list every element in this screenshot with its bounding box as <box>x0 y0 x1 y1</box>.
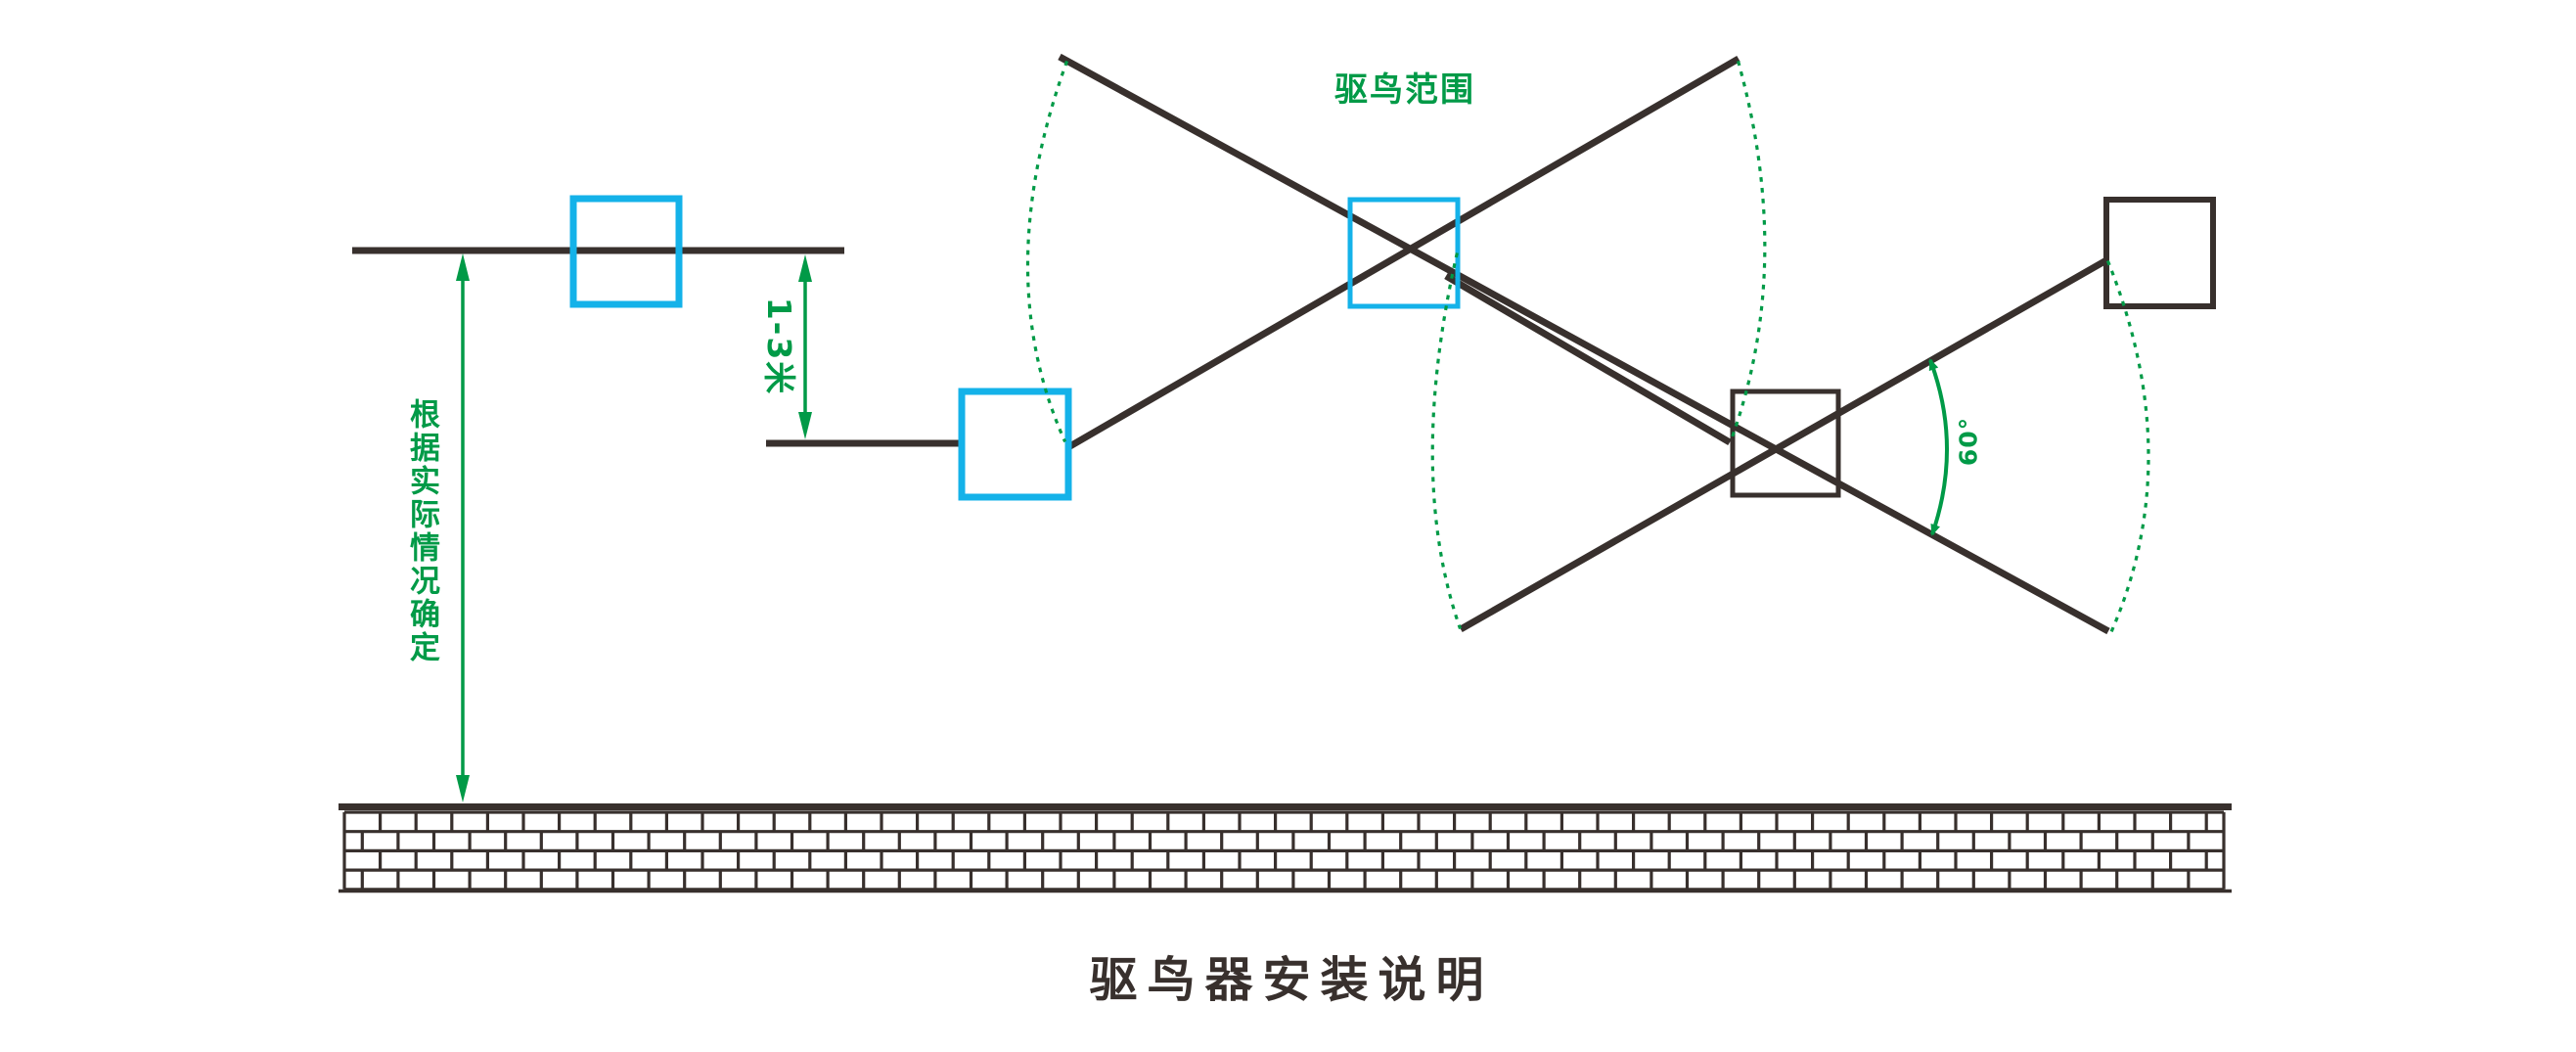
device-box-4 <box>1730 389 1841 498</box>
angle-label: 60° <box>1954 416 1983 467</box>
coverage-line-link <box>1444 272 1732 446</box>
coverage-line-ascending-1 <box>1066 55 1740 451</box>
device-box-1 <box>569 195 683 308</box>
height-dimension-arrow <box>456 253 470 802</box>
coverage-line-ascending-2 <box>1459 256 2108 633</box>
spacing-label: 1-3米 <box>760 297 798 396</box>
coverage-line-descending <box>1058 53 2110 635</box>
range-arc-left <box>1025 60 1069 443</box>
brick-pattern <box>342 810 2226 892</box>
device-box-3 <box>1347 197 1461 309</box>
range-label: 驱鸟范围 <box>1334 70 1475 110</box>
range-arc-inner-right <box>1729 61 1767 441</box>
ground-wall <box>339 803 2232 893</box>
diagram-title: 驱鸟器安装说明 <box>1089 952 1494 1008</box>
angle-arc <box>1928 358 1949 536</box>
range-arc-far-right <box>2105 259 2150 637</box>
range-arc-middle <box>1430 252 1463 630</box>
spacing-dimension-arrow <box>798 254 812 439</box>
device-box-5 <box>2103 197 2216 309</box>
height-label: 根据实际情况确定 <box>404 398 439 664</box>
device-box-2 <box>958 388 1072 501</box>
